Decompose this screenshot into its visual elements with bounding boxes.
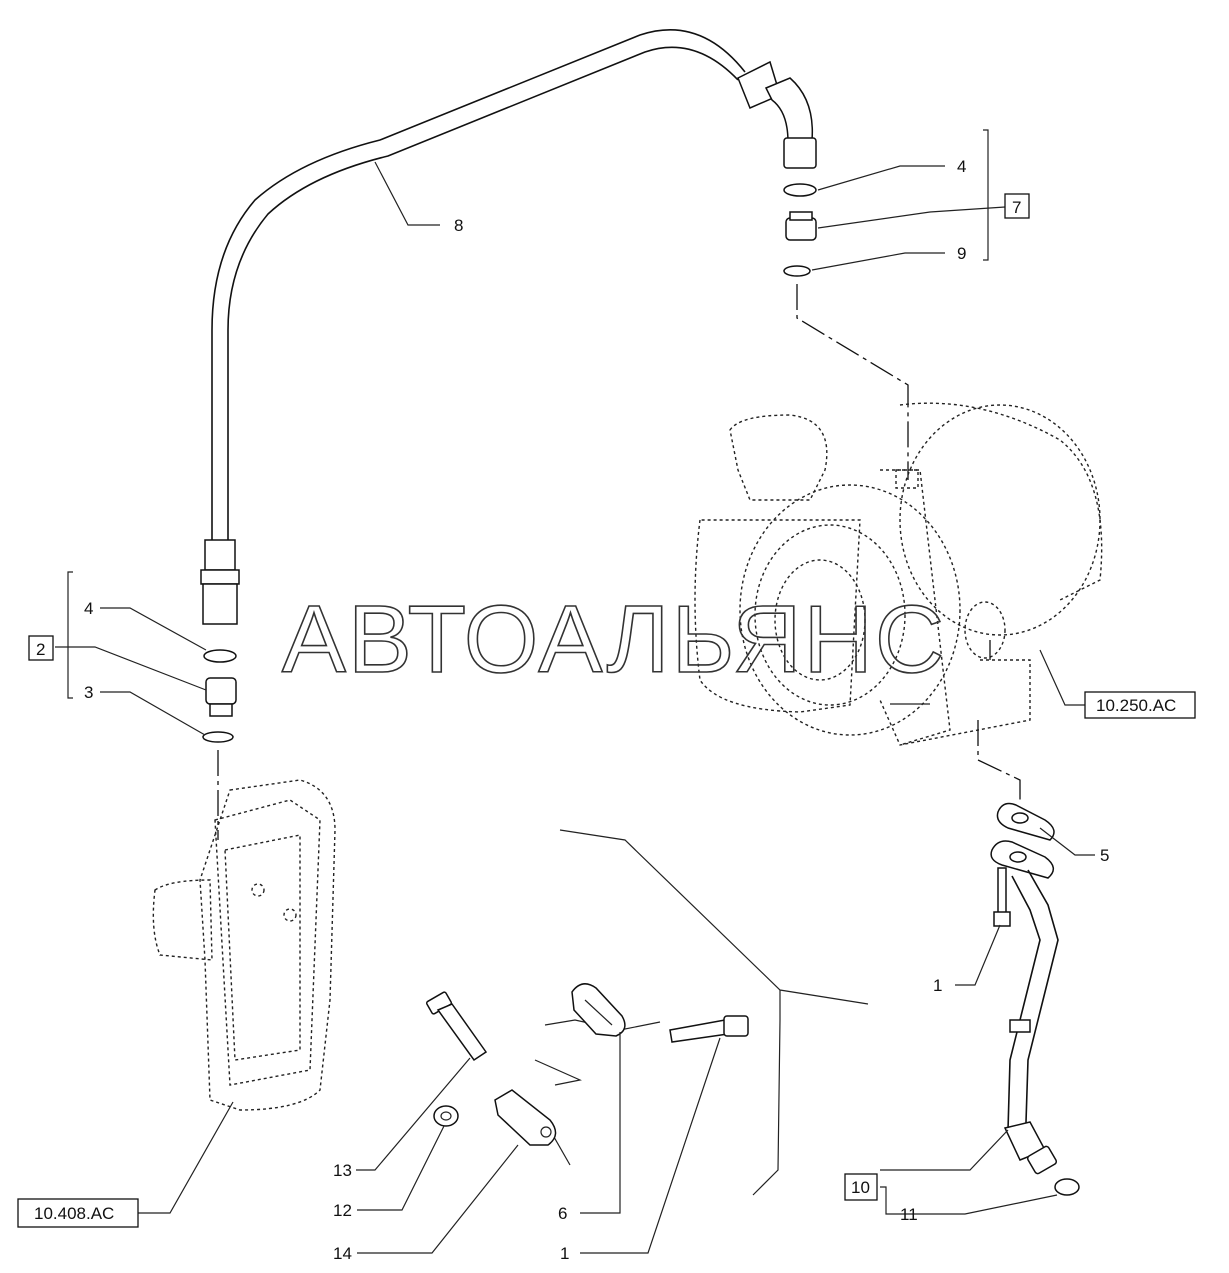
watermark: АВТОАЛЬЯНС [282, 586, 946, 693]
box-10 [844, 1173, 878, 1201]
part-labels: 8 4 7 9 4 2 3 10.250.AC 5 1 13 12 14 6 1… [17, 157, 1196, 1263]
nut-12 [433, 1105, 459, 1127]
filter-housing [152, 779, 336, 1111]
label-4-upper: 4 [957, 157, 966, 176]
label-11: 11 [900, 1205, 918, 1224]
leader-lines [55, 161, 1095, 1254]
label-8: 8 [454, 216, 463, 235]
label-12: 12 [333, 1201, 352, 1220]
ref-block: 10.408.AC [34, 1204, 114, 1223]
gaskets [990, 802, 1055, 879]
bolt-13 [425, 991, 488, 1062]
label-7: 7 [1012, 198, 1021, 217]
label-6: 6 [558, 1204, 567, 1223]
label-10: 10 [851, 1178, 870, 1197]
label-2: 2 [36, 640, 45, 659]
label-4-lower: 4 [84, 599, 93, 618]
label-1-clamp: 1 [560, 1244, 569, 1263]
turbocharger [694, 402, 1103, 800]
box-block-ref [17, 1198, 139, 1228]
clamp-bolt [669, 1015, 749, 1043]
label-3: 3 [84, 683, 93, 702]
label-9: 9 [957, 244, 966, 263]
drain-bolt [993, 867, 1011, 927]
drain-pipe [1003, 869, 1080, 1196]
box-2 [28, 635, 54, 661]
ref-turbo: 10.250.AC [1096, 696, 1176, 715]
box-turbo-ref [1084, 691, 1196, 719]
clamp-6 [571, 983, 626, 1037]
oil-feed-pipe [200, 29, 817, 625]
upper-union-set [783, 129, 989, 480]
label-5: 5 [1100, 846, 1109, 865]
label-1-drain: 1 [933, 976, 942, 995]
lower-union-set [67, 571, 237, 840]
bracket-14 [494, 1089, 557, 1146]
box-7 [1004, 193, 1030, 219]
label-14: 14 [333, 1244, 352, 1263]
label-13: 13 [333, 1161, 352, 1180]
